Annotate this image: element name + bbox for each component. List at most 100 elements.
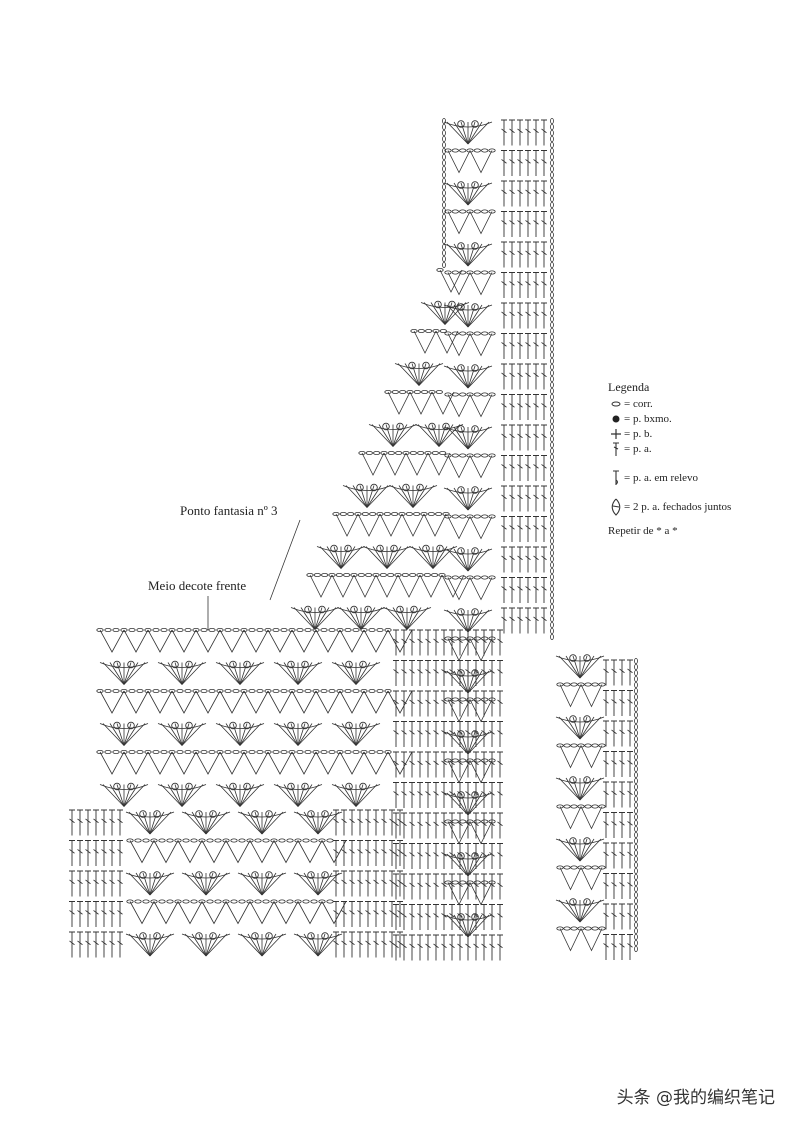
puff-stitch	[229, 782, 237, 791]
chain-stitch	[591, 682, 599, 687]
double-crochet-stitch	[417, 812, 423, 839]
shell-stitch	[467, 731, 476, 755]
chain-arch-row	[447, 333, 493, 357]
chain-arc	[273, 662, 323, 668]
shell-stitch	[355, 723, 378, 746]
shell-stitch	[412, 485, 428, 508]
chain-stitch	[473, 209, 481, 214]
chain-arch-row	[335, 513, 447, 537]
chain-arch-row	[559, 928, 603, 952]
chain-stitch	[550, 177, 554, 184]
double-crochet-stitch	[441, 934, 447, 961]
chain-stitch	[262, 899, 270, 904]
chain-stitch	[550, 556, 554, 563]
chain-stitch	[238, 899, 246, 904]
double-crochet-stitch	[541, 150, 547, 176]
double-crochet-stitch	[517, 180, 523, 207]
double-crochet-stitch	[441, 660, 447, 686]
double-crochet-stitch	[349, 870, 355, 897]
double-crochet-stitch	[525, 241, 531, 268]
shell-stitch	[296, 933, 319, 957]
chain-stitch	[134, 899, 142, 904]
shell-stitch	[438, 424, 447, 447]
chain-stitch	[387, 450, 395, 455]
chain-stitch	[343, 573, 351, 578]
chain-stitch	[634, 934, 638, 941]
chain-stitch	[550, 327, 554, 334]
puff-stitch	[243, 660, 251, 669]
shell-stitch	[467, 365, 476, 389]
shell-stitch	[340, 546, 363, 569]
puff-stitch	[304, 605, 312, 614]
double-crochet-stitch	[69, 901, 75, 927]
double-crochet-stitch	[533, 455, 539, 481]
chain-stitch	[357, 573, 365, 578]
double-crochet-stitch	[541, 577, 547, 603]
chain-stitch	[230, 899, 238, 904]
double-crochet-stitch	[501, 607, 507, 634]
shell-stitch	[378, 424, 394, 447]
double-crochet-stitch	[457, 934, 463, 961]
chain-stitch	[208, 689, 216, 694]
double-crochet-stitch	[109, 809, 115, 836]
double-crochet-stitch	[69, 809, 75, 836]
shell-stitch	[317, 811, 326, 835]
chain-stitch	[550, 429, 554, 436]
chain-stitch	[584, 865, 592, 870]
shell-stitch	[191, 933, 207, 957]
chain-stitch	[270, 899, 278, 904]
shell-stitch	[135, 933, 151, 957]
chain-stitch	[451, 636, 459, 641]
chain-stitch	[272, 750, 280, 755]
puff-stitch	[471, 486, 479, 494]
double-crochet-stitch	[393, 751, 399, 778]
double-crochet-stitch	[489, 782, 495, 808]
chain-stitch	[294, 838, 302, 843]
shell-stitch	[218, 723, 241, 746]
puff-stitch	[410, 605, 418, 614]
chain-stitch	[232, 628, 240, 633]
double-crochet-stitch	[473, 782, 479, 808]
shell-stitch	[334, 662, 357, 685]
chain-stitch	[442, 177, 446, 184]
chain-stitch	[405, 512, 413, 517]
chain-stitch	[120, 750, 128, 755]
chain-stitch	[128, 689, 136, 694]
chain-stitch	[550, 213, 554, 220]
shell-stitch	[418, 363, 434, 386]
double-crochet-stitch	[101, 809, 107, 836]
shell-stitch	[297, 662, 306, 685]
puff-stitch	[287, 782, 295, 791]
chain-stitch	[380, 450, 388, 455]
double-crochet-stitch	[393, 782, 399, 808]
chain-arc	[342, 485, 392, 491]
double-crochet-stitch	[457, 629, 463, 656]
shell-stitch	[391, 485, 414, 508]
double-crochet-stitch	[541, 485, 547, 512]
chain-stitch	[296, 628, 304, 633]
chain-stitch	[550, 520, 554, 527]
double-crochet-stitch	[433, 721, 439, 747]
chain-stitch	[442, 195, 446, 202]
chain-stitch	[120, 689, 128, 694]
chain-stitch	[550, 411, 554, 418]
shell-stitch	[128, 811, 151, 835]
chain-stitch	[550, 399, 554, 406]
chain-arc	[443, 121, 493, 128]
chain-stitch	[379, 573, 387, 578]
chain-stitch	[134, 838, 142, 843]
puff-stitch	[195, 810, 203, 818]
shell-stitch	[160, 723, 183, 746]
double-crochet-stitch	[457, 843, 463, 869]
chain-arc	[99, 784, 149, 790]
chain-stitch	[550, 550, 554, 557]
shell-stitch	[432, 546, 455, 569]
shell-stitch	[453, 365, 469, 389]
shell-stitch	[261, 872, 270, 896]
double-crochet-stitch	[481, 690, 487, 717]
double-crochet-stitch	[525, 546, 531, 573]
shell-stitch	[341, 784, 357, 807]
double-crochet-stitch	[381, 931, 387, 958]
chain-stitch	[451, 148, 459, 153]
chain-arc	[331, 723, 381, 729]
